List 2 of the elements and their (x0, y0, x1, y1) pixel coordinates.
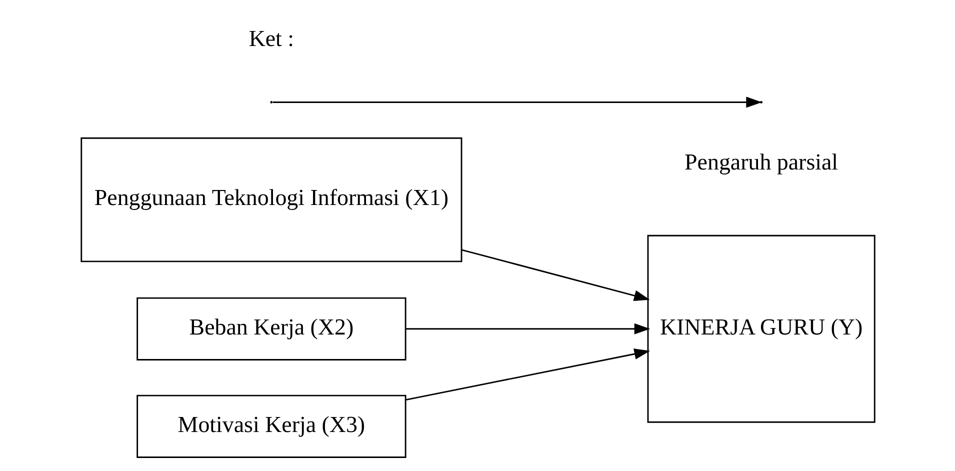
label: Ket : (248, 26, 294, 51)
legend-label: Pengaruh parsial (684, 148, 838, 174)
